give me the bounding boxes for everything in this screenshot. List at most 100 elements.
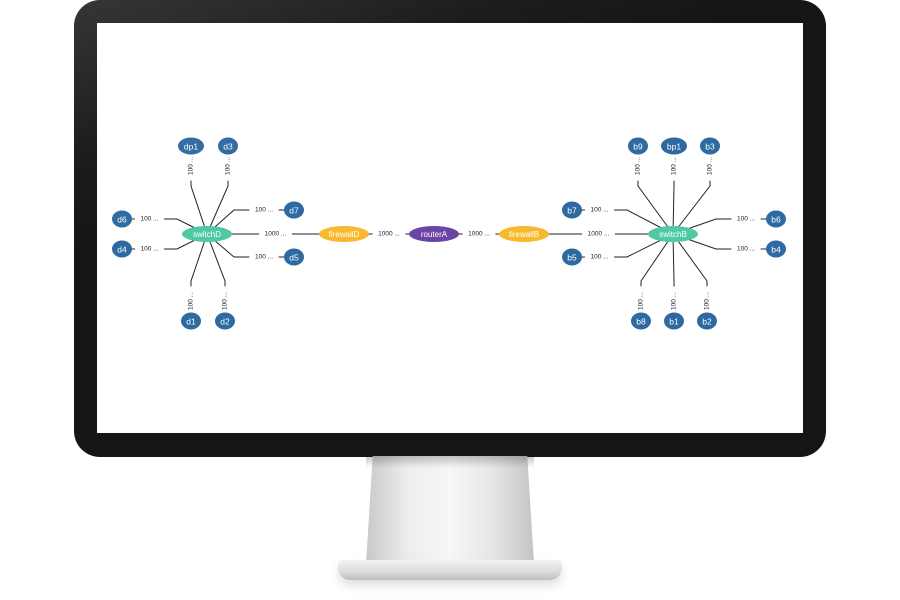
node-firewallD[interactable]: firewallD [319, 226, 369, 242]
monitor-bezel: 100 ... 100 ... 100 ... 100 ... 100 ... 100 .… [74, 0, 826, 457]
node-b6[interactable]: b6 [766, 210, 786, 228]
node-b3[interactable]: b3 [700, 137, 720, 155]
edge-label-switchB-b3: 100 ... [705, 151, 715, 181]
edge-label-text: 100 ... [140, 216, 158, 223]
edge-label-backing [186, 286, 196, 316]
edge-label-switchD-d7: 100 ... [249, 205, 279, 215]
host-node-shape [562, 248, 582, 266]
node-b8[interactable]: b8 [631, 312, 651, 330]
edge-label-backing [462, 229, 496, 239]
network-topology-diagram: 100 ... 100 ... 100 ... 100 ... 100 ... 100 .… [112, 137, 786, 330]
node-b1[interactable]: b1 [664, 312, 684, 330]
edge-label-text: 100 ... [590, 254, 608, 261]
host-node-shape [284, 201, 304, 219]
edge-switchB-b9[interactable] [637, 146, 674, 235]
host-node-shape [284, 248, 304, 266]
node-switchB[interactable]: switchB [648, 226, 698, 242]
edge-label-switchD-d4: 100 ... [134, 244, 165, 254]
node-d4[interactable]: d4 [112, 240, 132, 258]
node-firewallB[interactable]: firewallB [499, 226, 549, 242]
node-switchD[interactable]: switchD [182, 226, 232, 242]
node-d6[interactable]: d6 [112, 210, 132, 228]
host-node-shape [181, 312, 201, 330]
edge-label-backing [134, 214, 165, 224]
edge-label-text: 100 ... [638, 292, 645, 310]
edge-label-switchB-b2: 100 ... [702, 286, 712, 316]
node-bp1[interactable]: bp1 [661, 137, 687, 155]
node-label: b3 [705, 142, 715, 152]
edge-label-switchD-firewallD: 1000 ... [259, 229, 292, 239]
edge-label-backing [372, 229, 406, 239]
edge-label-text: 100 ... [188, 292, 195, 310]
monitor-stand [366, 456, 534, 564]
host-node-shape [631, 312, 651, 330]
edge-switchB-b3[interactable] [672, 146, 711, 235]
node-b9[interactable]: b9 [628, 137, 648, 155]
edge-label-text: 100 ... [671, 292, 678, 310]
edge-label-switchB-b9: 100 ... [633, 151, 643, 181]
edge-label-backing [582, 229, 615, 239]
edge-label-backing [705, 151, 715, 181]
node-d2[interactable]: d2 [215, 312, 235, 330]
node-label: b1 [669, 317, 679, 327]
host-node-shape [112, 210, 132, 228]
node-label: b9 [633, 142, 643, 152]
edge-label-switchB-b8: 100 ... [636, 286, 646, 316]
node-b4[interactable]: b4 [766, 240, 786, 258]
host-node-shape [112, 240, 132, 258]
edge-labels-layer: 100 ... 100 ... 100 ... 100 ... 100 ... 100 .… [134, 151, 761, 316]
edge-label-text: 100 ... [590, 207, 608, 214]
node-dp1[interactable]: dp1 [178, 137, 204, 155]
edge-label-backing [223, 151, 233, 181]
node-label: firewallD [329, 230, 360, 239]
monitor-stand-shadow [366, 456, 534, 468]
edge-label-switchB-bp1: 100 ... [669, 151, 679, 181]
edge-label-text: 1000 ... [378, 231, 400, 238]
node-b7[interactable]: b7 [562, 201, 582, 219]
firewall-node-shape [499, 226, 549, 242]
firewall-node-shape [319, 226, 369, 242]
host-node-shape [178, 137, 204, 155]
edge-label-text: 1000 ... [468, 231, 490, 238]
edge-label-firewallD-routerA: 1000 ... [372, 229, 406, 239]
node-b5[interactable]: b5 [562, 248, 582, 266]
nodes-layer: switchD firewallD routerA firewallB switchB d… [112, 137, 786, 330]
edge-label-backing [731, 244, 761, 254]
edge-label-backing [186, 151, 196, 181]
node-label: switchB [659, 230, 687, 239]
host-node-shape [562, 201, 582, 219]
edge-label-backing [249, 252, 279, 262]
node-label: bp1 [667, 142, 681, 152]
edge-label-text: 100 ... [671, 157, 678, 175]
node-label: b4 [771, 245, 781, 255]
edge-label-text: 100 ... [225, 157, 232, 175]
edge-label-firewallB-switchB: 1000 ... [582, 229, 615, 239]
node-label: d5 [289, 253, 299, 263]
node-d7[interactable]: d7 [284, 201, 304, 219]
edge-label-switchD-d2: 100 ... [220, 286, 230, 316]
host-node-shape [215, 312, 235, 330]
node-label: firewallB [509, 230, 539, 239]
edge-label-backing [220, 286, 230, 316]
edge-label-text: 100 ... [255, 207, 273, 214]
node-d1[interactable]: d1 [181, 312, 201, 330]
edge-label-backing [584, 252, 615, 262]
node-label: b5 [567, 253, 577, 263]
edge-label-text: 100 ... [188, 157, 195, 175]
node-label: d4 [117, 245, 127, 255]
edge-label-switchB-b7: 100 ... [584, 205, 615, 215]
edge-label-switchD-d5: 100 ... [249, 252, 279, 262]
node-d3[interactable]: d3 [218, 137, 238, 155]
edge-label-text: 100 ... [255, 254, 273, 261]
node-d5[interactable]: d5 [284, 248, 304, 266]
edge-label-backing [731, 214, 761, 224]
host-node-shape [218, 137, 238, 155]
edge-label-text: 100 ... [737, 246, 755, 253]
node-b2[interactable]: b2 [697, 312, 717, 330]
edge-label-text: 1000 ... [265, 231, 287, 238]
edge-label-backing [636, 286, 646, 316]
node-routerA[interactable]: routerA [409, 226, 459, 242]
node-label: d2 [220, 317, 230, 327]
node-label: d7 [289, 206, 299, 216]
node-label: b7 [567, 206, 577, 216]
